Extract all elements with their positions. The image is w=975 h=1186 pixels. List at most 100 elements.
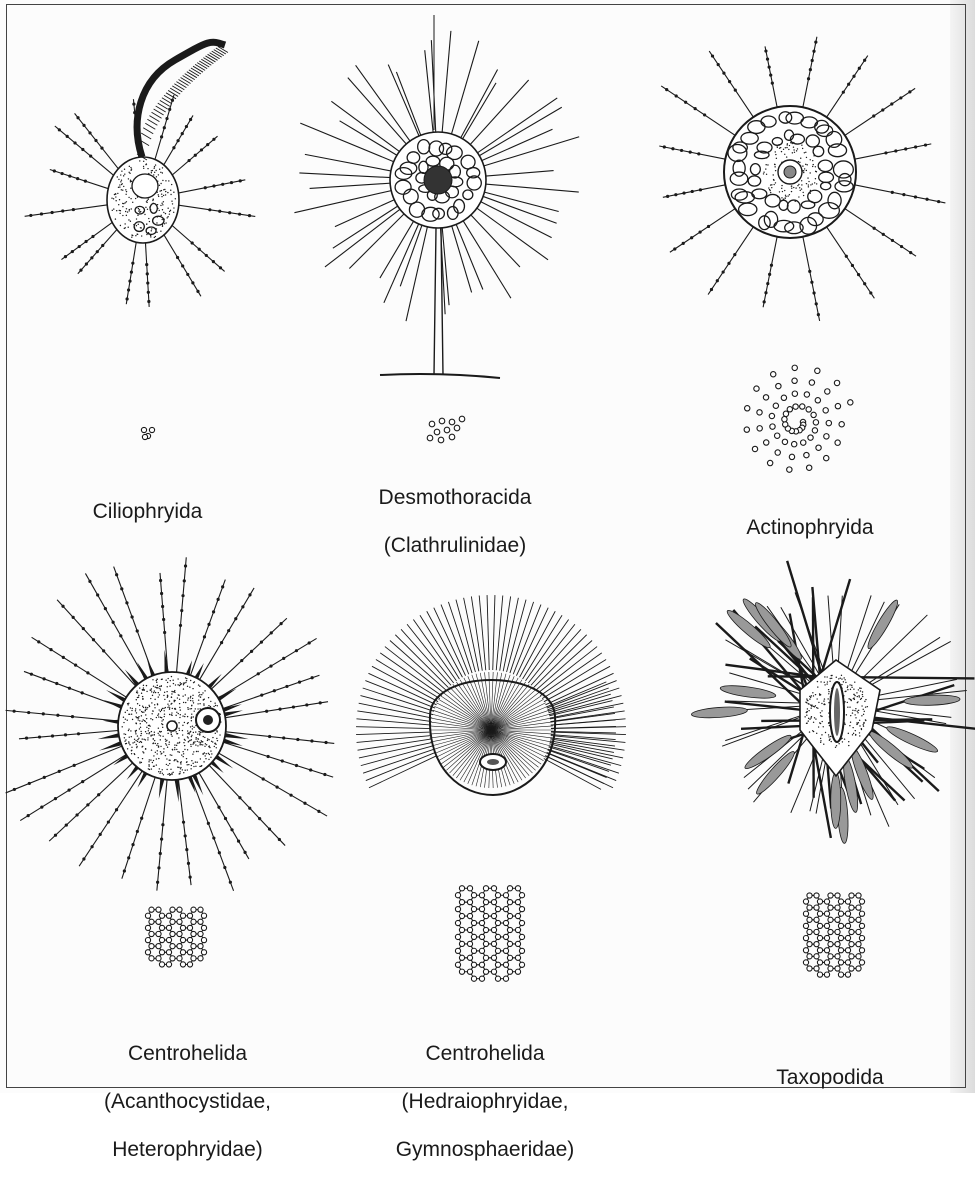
internal-fibre	[453, 684, 491, 730]
microtubule-section	[519, 893, 524, 898]
stipple-dot	[193, 682, 194, 683]
stipple-dot	[159, 185, 160, 186]
stipple-dot	[161, 720, 162, 721]
stipple-dot	[843, 681, 844, 682]
stipple-dot	[137, 739, 138, 740]
stipple-dot	[864, 711, 865, 712]
stipple-dot	[208, 739, 209, 740]
stipple-dot	[130, 730, 131, 731]
extrusome-dot	[66, 135, 69, 138]
stipple-dot	[131, 750, 132, 751]
stipple-dot	[828, 689, 829, 690]
stipple-dot	[846, 714, 847, 715]
stipple-dot	[111, 198, 112, 199]
microtubule-section	[773, 403, 778, 408]
microtubule-section	[201, 913, 206, 918]
extrusome-dot	[817, 313, 820, 316]
stipple-dot	[127, 720, 128, 721]
microtubule-section	[515, 927, 520, 932]
stipple-dot	[809, 698, 810, 699]
stipple-dot	[197, 738, 198, 739]
microtubule-section	[824, 911, 829, 916]
stipple-dot	[844, 679, 845, 680]
extrusome-dot	[298, 680, 301, 683]
microtubule-section	[455, 948, 460, 953]
stipple-dot	[166, 740, 167, 741]
extrusome-dot	[198, 248, 201, 251]
stipple-dot	[807, 708, 808, 709]
extrusome-dot	[309, 768, 312, 771]
stipple-dot	[809, 731, 810, 732]
extrusome-dot	[115, 573, 118, 576]
stipple-dot	[861, 729, 862, 730]
extrusome-dot	[55, 682, 58, 685]
stipple-dot	[184, 745, 185, 746]
microtubule-section	[495, 906, 500, 911]
stipple-dot	[141, 711, 142, 712]
extrusome-dot	[690, 236, 693, 239]
flagellum-hair	[172, 86, 182, 92]
microtubule-section	[807, 942, 812, 947]
extrusome-dot	[207, 822, 210, 825]
stipple-dot	[142, 758, 143, 759]
stipple-dot	[179, 773, 180, 774]
extrusome-dot	[710, 288, 713, 291]
extrusome-dot	[126, 297, 129, 300]
stipple-dot	[862, 691, 863, 692]
extrusome-dot	[722, 270, 725, 273]
stipple-dot	[170, 769, 171, 770]
stipple-dot	[191, 765, 192, 766]
stipple-dot	[215, 705, 216, 706]
stipple-dot	[808, 703, 809, 704]
stipple-dot	[146, 685, 147, 686]
stipple-dot	[155, 170, 156, 171]
extrusome-dot	[258, 817, 261, 820]
stipple-dot	[804, 168, 805, 169]
stipple-dot	[159, 773, 160, 774]
stipple-dot	[810, 717, 811, 718]
extrusome-dot	[130, 271, 133, 274]
stipple-dot	[155, 743, 156, 744]
stipple-dot	[180, 767, 181, 768]
stipple-dot	[184, 714, 185, 715]
stipple-dot	[859, 725, 860, 726]
extrusome-dot	[168, 108, 171, 111]
stipple-dot	[156, 222, 157, 223]
stipple-dot	[119, 213, 120, 214]
stipple-dot	[132, 708, 133, 709]
stipple-dot	[148, 733, 149, 734]
microtubule-section	[839, 422, 844, 427]
microtubule-section	[814, 917, 819, 922]
stipple-dot	[159, 190, 160, 191]
microtubule-section	[455, 934, 460, 939]
stipple-dot	[167, 703, 168, 704]
stipple-dot	[798, 184, 799, 185]
axopodium-ray	[823, 222, 874, 298]
stipple-dot	[163, 748, 164, 749]
stipple-dot	[859, 696, 860, 697]
stipple-dot	[174, 700, 175, 701]
stipple-dot	[127, 703, 128, 704]
stipple-dot	[156, 232, 157, 233]
stipple-dot	[195, 737, 196, 738]
stipple-dot	[803, 170, 804, 171]
stipple-dot	[143, 719, 144, 720]
microtubule-section	[776, 383, 781, 388]
stipple-dot	[162, 226, 163, 227]
extrusome-dot	[914, 195, 917, 198]
stipple-dot	[847, 707, 848, 708]
microtubule-section	[771, 372, 776, 377]
extrusome-dot	[86, 803, 89, 806]
stipple-dot	[121, 170, 122, 171]
axopodium-ray	[203, 759, 285, 846]
stipple-dot	[167, 765, 168, 766]
stipple-dot	[813, 695, 814, 696]
extrusome-dot	[51, 211, 54, 214]
stipple-dot	[808, 710, 809, 711]
microtubule-section	[483, 900, 488, 905]
stipple-dot	[129, 736, 130, 737]
stipple-dot	[170, 190, 171, 191]
microtubule-section	[455, 893, 460, 898]
axopodium-ray	[363, 749, 434, 773]
stipple-dot	[159, 686, 160, 687]
